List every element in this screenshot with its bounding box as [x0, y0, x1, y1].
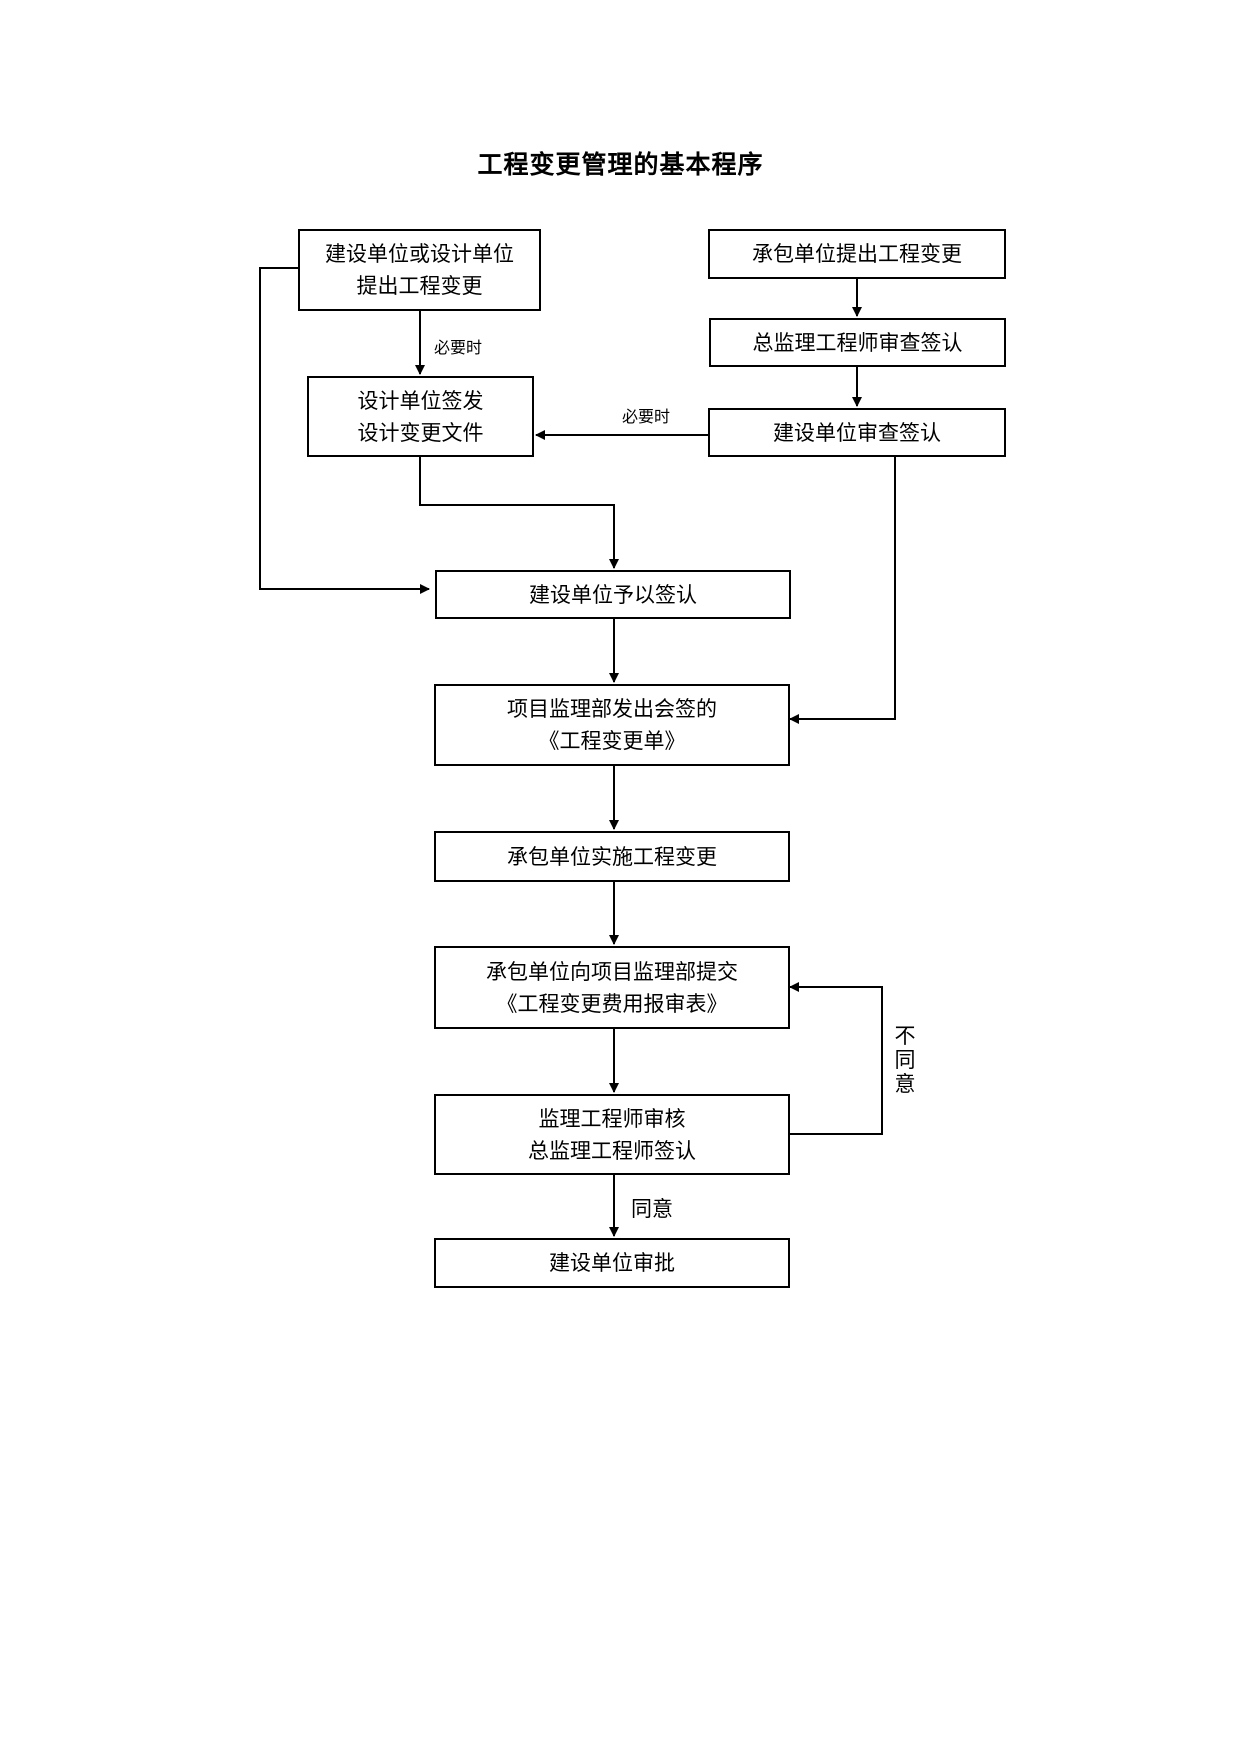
node-text-line: 提出工程变更 [356, 274, 483, 298]
edge-label-disagree: 不同意 [894, 1024, 916, 1096]
node-owner-approve: 建设单位审批 [434, 1238, 790, 1288]
node-text-line: 建设单位审批 [549, 1251, 675, 1275]
page-title: 工程变更管理的基本程序 [477, 150, 764, 179]
edge-owner-propose-to-owner-confirm [259, 267, 430, 594]
node-text-line: 总监理工程师审查签认 [752, 330, 963, 355]
node-contractor-propose: 承包单位提出工程变更 [708, 229, 1006, 279]
edge-designer-issue-to-owner-confirm [419, 457, 619, 569]
node-text-line: 总监理工程师签认 [528, 1138, 696, 1163]
node-owner-or-designer-propose: 建设单位或设计单位 提出工程变更 [298, 229, 541, 311]
edge-label-when-necessary: 必要时 [434, 338, 483, 357]
node-text-line: 监理工程师审核 [538, 1106, 686, 1131]
node-chief-engineer-review: 总监理工程师审查签认 [709, 318, 1006, 367]
node-supervision-issue: 项目监理部发出会签的 《工程变更单》 [434, 684, 790, 766]
edge-label-when-necessary: 必要时 [622, 407, 671, 426]
node-text-line: 设计变更文件 [357, 420, 484, 445]
node-engineer-audit: 监理工程师审核 总监理工程师签认 [434, 1094, 790, 1175]
node-text-line: 承包单位提出工程变更 [752, 242, 962, 266]
node-text-line: 《工程变更费用报审表》 [496, 991, 728, 1016]
edge-owner-review-to-supervision-issue [789, 457, 896, 724]
node-text-line: 建设单位予以签认 [529, 582, 697, 607]
node-owner-confirm: 建设单位予以签认 [435, 570, 791, 619]
edge-label-agree: 同意 [631, 1197, 673, 1221]
edge-audit-disagree-to-submit [789, 982, 883, 1135]
node-owner-review: 建设单位审查签认 [708, 408, 1006, 457]
node-designer-issue: 设计单位签发 设计变更文件 [307, 376, 534, 457]
node-text-line: 设计单位签发 [357, 388, 484, 413]
node-contractor-implement: 承包单位实施工程变更 [434, 831, 790, 882]
node-text-line: 《工程变更单》 [538, 729, 686, 753]
node-text-line: 建设单位或设计单位 [325, 242, 514, 266]
node-text-line: 承包单位向项目监理部提交 [486, 959, 738, 984]
node-text-line: 项目监理部发出会签的 [507, 697, 717, 721]
node-text-line: 建设单位审查签认 [773, 420, 941, 445]
node-contractor-submit: 承包单位向项目监理部提交 《工程变更费用报审表》 [434, 946, 790, 1029]
node-text-line: 承包单位实施工程变更 [507, 844, 717, 869]
